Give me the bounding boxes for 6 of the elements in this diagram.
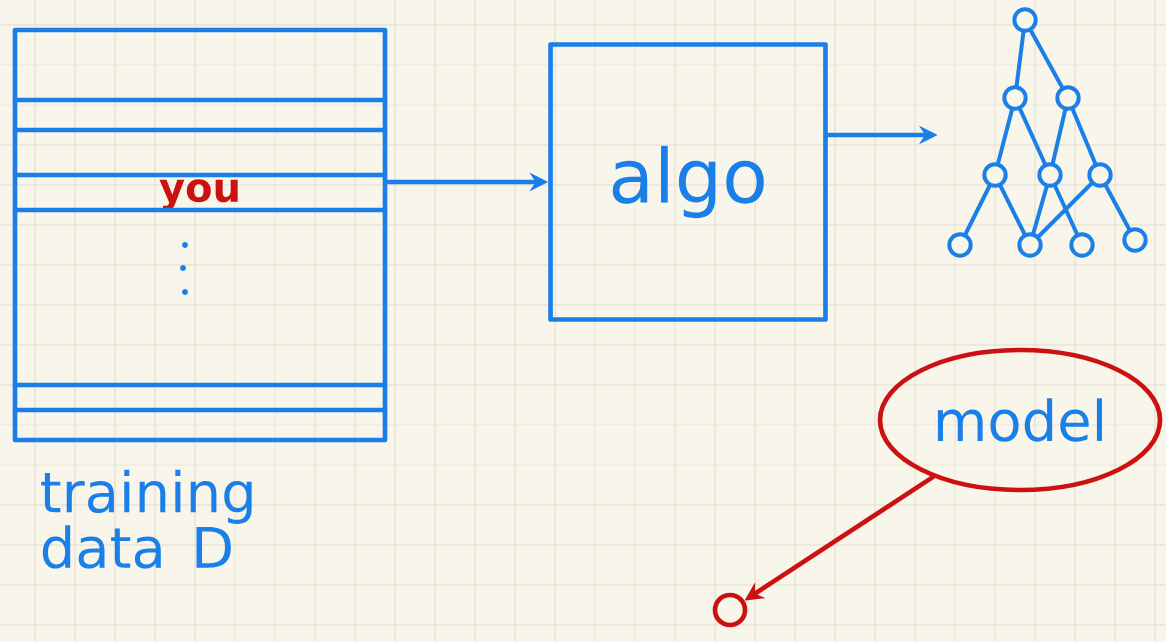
- circle: [712, 592, 748, 628]
- process-box: algo: [548, 42, 828, 322]
- data-table: you: [12, 27, 388, 443]
- tree-drawing: [947, 7, 1148, 258]
- caption-text: training data D: [41, 469, 252, 569]
- ellipse-callout: model: [877, 347, 1163, 493]
